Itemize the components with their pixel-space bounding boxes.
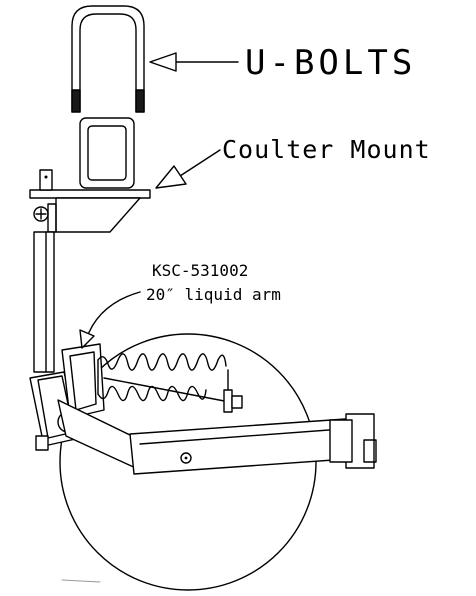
vertical-shank [33, 231, 55, 373]
ubolts-label: U-BOLTS [245, 43, 416, 83]
square-tube [79, 117, 135, 189]
coulter-mount-label: Coulter Mount [222, 135, 431, 164]
coulter-mount-leader-arrow [155, 149, 221, 189]
coil-spring [97, 353, 229, 402]
arm-leader-arrow [79, 291, 141, 349]
arm-end-plate [329, 413, 377, 469]
coulter-mount-bracket [29, 169, 151, 233]
bracket-dot-icon [44, 175, 48, 179]
spring-assembly [61, 343, 243, 419]
u-bolt-thread-right [135, 89, 145, 113]
arm-description-label: 20″ liquid arm [146, 285, 281, 304]
ubolts-leader-arrow [149, 52, 239, 72]
liquid-arm [57, 399, 363, 475]
spring-nut-icon [231, 395, 243, 409]
u-bolt-thread-left [71, 89, 81, 113]
scan-mark [61, 579, 101, 583]
spring-end-washer [223, 389, 233, 413]
part-number-label: KSC-531002 [152, 261, 248, 280]
u-bolt [71, 5, 145, 113]
